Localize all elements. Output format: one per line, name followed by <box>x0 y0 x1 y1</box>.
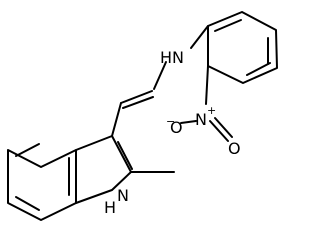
indole-system <box>7 135 175 221</box>
n-ch-double-bond <box>120 90 153 104</box>
indole-benzene-inner-bond <box>15 196 40 211</box>
nitro-n-o-double-bond <box>209 120 229 142</box>
nh-aryl-bond <box>190 25 209 49</box>
n-ch-double-bond-second <box>122 96 154 109</box>
n-n-bond <box>153 61 167 90</box>
chemical-structure-diagram: HN N + O − O H N <box>7 11 278 221</box>
indole-nitrogen-label: N <box>117 186 129 205</box>
nitro-n-o-single-bond <box>180 120 197 124</box>
nitrophenyl-ring <box>207 11 278 84</box>
indole-benzene-inner-bond <box>15 143 40 157</box>
indole-nh-label: H <box>104 198 116 217</box>
nitro-oxygen-left-charge-label: − <box>166 115 175 128</box>
nitro-oxygen-left-label: O <box>170 118 183 137</box>
nitro-group <box>180 65 233 142</box>
ch-indole-bond <box>111 102 122 137</box>
nitrophenyl-ring-inner-bond <box>214 19 242 32</box>
nitro-n-o-double-bond-second <box>214 117 233 138</box>
nitro-nitrogen-label: N <box>195 110 207 129</box>
nitrophenyl-ring-inner-bond <box>246 62 271 76</box>
hydrazone-nh-label: HN <box>160 48 184 67</box>
hydrazone-linker <box>111 25 209 137</box>
nitro-nitrogen-charge-label: + <box>207 104 216 117</box>
nitrophenyl-ring-bond <box>207 11 278 84</box>
indole-c2-c3-double-bond <box>117 141 133 170</box>
indole-benzene-ring <box>7 149 77 221</box>
aryl-nitro-bond <box>205 65 209 105</box>
nitro-oxygen-right-label: O <box>228 139 241 158</box>
